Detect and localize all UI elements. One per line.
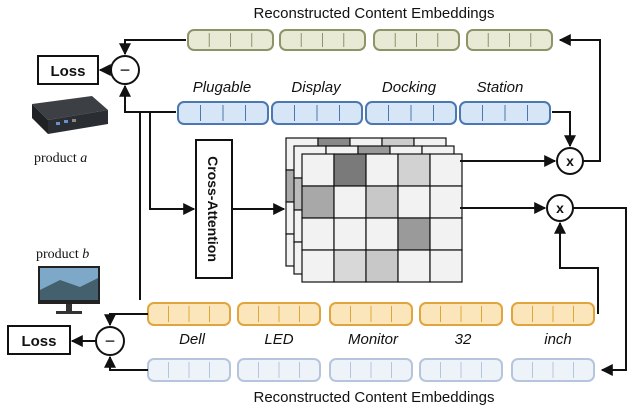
- attention-cell: [429, 153, 463, 187]
- connector-lines: [70, 34, 627, 376]
- bottom-recon-bar: [329, 358, 413, 382]
- attention-cell: [397, 217, 431, 251]
- attention-cell: [429, 185, 463, 219]
- attention-cell: [365, 185, 399, 219]
- top-reconstructed-embeddings: [187, 29, 553, 51]
- attention-cell: [301, 217, 335, 251]
- token-label-station: Station: [477, 79, 524, 96]
- bottom-recon-bar: [419, 358, 503, 382]
- attention-matrices: [285, 137, 463, 283]
- orange-token-bar: [237, 302, 321, 326]
- attention-cell: [429, 249, 463, 283]
- token-label-monitor: Monitor: [348, 331, 399, 348]
- attention-cell: [301, 185, 335, 219]
- cross-attention-block: [195, 139, 233, 279]
- blue-token-bar: [459, 101, 551, 125]
- blue-token-bar: [365, 101, 457, 125]
- orange-token-bar: [419, 302, 503, 326]
- token-label-display: Display: [291, 79, 342, 96]
- attention-cell: [397, 185, 431, 219]
- cross-attention-label: Cross-Attention: [205, 156, 221, 262]
- product-a-token-embeddings: [177, 101, 551, 125]
- token-label-led: LED: [264, 331, 293, 348]
- orange-token-bar: [329, 302, 413, 326]
- bottom-recon-bar: [147, 358, 231, 382]
- attention-cell: [301, 249, 335, 283]
- blue-token-bar: [271, 101, 363, 125]
- minus-symbol-top: −: [120, 60, 131, 80]
- bottom-reconstructed-title: Reconstructed Content Embeddings: [254, 389, 495, 406]
- attention-grid: [301, 153, 463, 283]
- monitor-icon: [38, 266, 100, 314]
- bottom-reconstructed-embeddings: [147, 358, 595, 382]
- multiply-symbol-top: x: [566, 153, 574, 169]
- blue-token-bar: [177, 101, 269, 125]
- loss-box-bottom: [7, 325, 71, 355]
- bottom-recon-bar: [511, 358, 595, 382]
- orange-token-bar: [147, 302, 231, 326]
- attention-cell: [397, 153, 431, 187]
- attention-cell: [333, 185, 367, 219]
- token-label-inch: inch: [544, 331, 572, 348]
- product-b-token-embeddings: [147, 302, 595, 326]
- top-recon-bar: [466, 29, 553, 51]
- orange-token-bar: [511, 302, 595, 326]
- top-recon-bar: [373, 29, 460, 51]
- docking-station-icon: [32, 96, 108, 134]
- attention-cell: [333, 249, 367, 283]
- attention-cell: [397, 249, 431, 283]
- top-recon-bar: [279, 29, 366, 51]
- token-label-32: 32: [455, 331, 472, 348]
- attention-cell: [301, 153, 335, 187]
- product-a-label: product a: [34, 151, 87, 166]
- bottom-recon-bar: [237, 358, 321, 382]
- loss-box-top: [37, 55, 99, 85]
- attention-cell: [365, 249, 399, 283]
- token-label-dell: Dell: [179, 331, 206, 348]
- attention-cell: [365, 217, 399, 251]
- loss-label-bottom: Loss: [21, 333, 56, 350]
- top-reconstructed-title: Reconstructed Content Embeddings: [254, 5, 495, 22]
- attention-cell: [365, 153, 399, 187]
- token-label-plugable: Plugable: [193, 79, 251, 96]
- loss-label-top: Loss: [50, 63, 85, 80]
- product-b-label: product b: [36, 247, 89, 262]
- attention-cell: [429, 217, 463, 251]
- token-label-docking: Docking: [382, 79, 437, 96]
- top-recon-bar: [187, 29, 274, 51]
- minus-symbol-bottom: −: [105, 331, 116, 351]
- attention-cell: [333, 153, 367, 187]
- multiply-symbol-bottom: x: [556, 200, 564, 216]
- attention-cell: [333, 217, 367, 251]
